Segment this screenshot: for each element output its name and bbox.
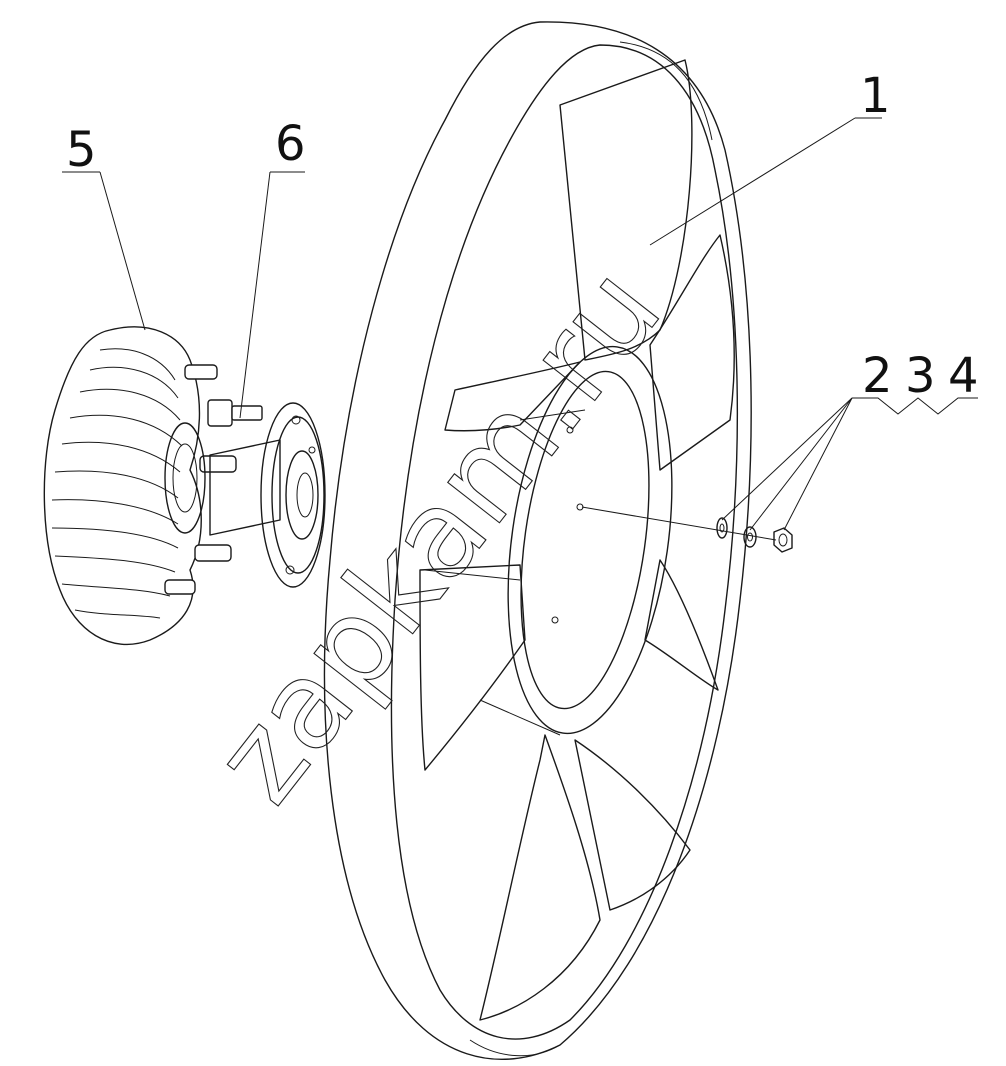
fan-outer-ring <box>323 21 752 1061</box>
fan-clutch <box>43 326 237 645</box>
fan-spoke <box>424 569 521 581</box>
bolt <box>207 399 263 427</box>
fan-ring-lip-lower <box>469 1039 561 1057</box>
fan-hub-bolt-hole <box>566 426 574 434</box>
fan-ring-lip <box>619 41 713 141</box>
callout-3: 3 <box>905 348 936 404</box>
fan-blade <box>574 739 691 911</box>
pulley-hub <box>209 402 326 588</box>
leader-lines <box>62 117 978 531</box>
nut <box>773 527 793 553</box>
callout-2: 2 <box>862 348 893 404</box>
fan-blade <box>559 59 693 361</box>
fan-hub-bolt-hole <box>551 616 559 624</box>
clutch-flange <box>164 422 206 534</box>
fan-blade <box>419 564 526 771</box>
fan-spoke <box>479 699 561 736</box>
callout-6: 6 <box>275 116 306 172</box>
clutch-body <box>43 326 202 645</box>
callout-5: 5 <box>66 122 97 178</box>
fan-blade <box>649 234 736 471</box>
washer <box>716 517 728 539</box>
callout-1: 1 <box>860 68 891 124</box>
clutch-flange-inner <box>172 443 198 513</box>
fan-ring-inner-edge <box>390 44 739 1040</box>
clutch-studs <box>164 364 237 595</box>
fan-blade <box>644 559 719 691</box>
fan-blade <box>479 734 601 1021</box>
clutch-cooling-fins <box>51 348 183 619</box>
fan-spoke <box>519 409 586 421</box>
callout-4: 4 <box>948 348 979 404</box>
assembly-axis-line <box>581 506 777 541</box>
fan-hub-inner <box>520 370 650 710</box>
fan-blade <box>444 361 581 432</box>
watermark: zapkam.ru <box>188 243 688 828</box>
fan-assembly <box>323 21 752 1061</box>
fan-hub-outer <box>507 345 673 735</box>
